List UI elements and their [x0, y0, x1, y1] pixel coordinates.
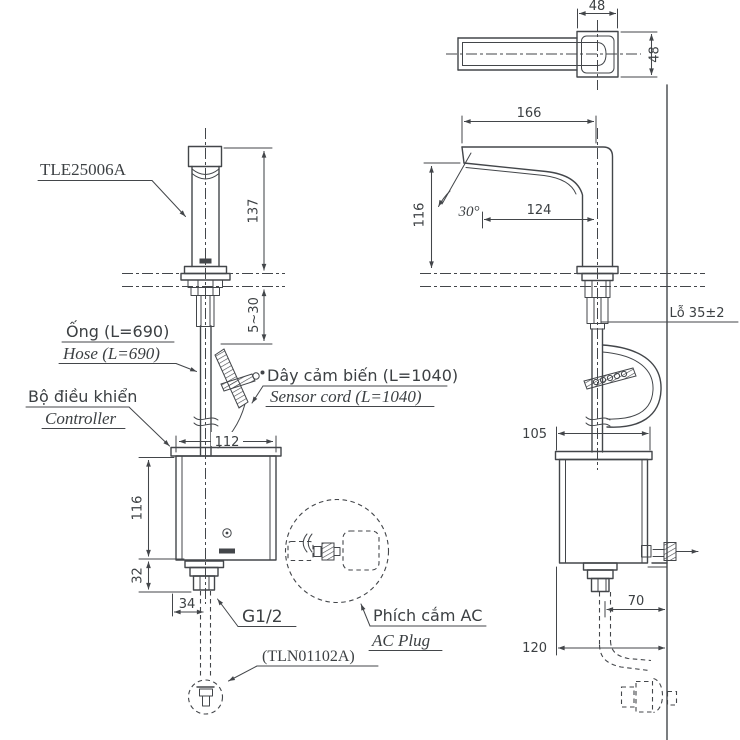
dim-deck-thickness: 5~30	[247, 297, 262, 333]
outlet-fitting-front	[184, 560, 225, 569]
faucet-side	[461, 128, 619, 470]
callouts: TLE25006A Ống (L=690) Hose (L=690) Bộ đi…	[25, 160, 487, 682]
dim-tip-height: 116	[413, 203, 428, 228]
dim-fitting-height: 32	[131, 567, 146, 584]
label-hose-en: Hose (L=690)	[62, 344, 160, 363]
spout-outlet-mark	[199, 258, 212, 264]
dim-outlet-offset: 70	[628, 594, 645, 609]
supply-pipe-side	[598, 592, 678, 714]
label-ac-plug-en: AC Plug	[371, 631, 430, 650]
dim-controller-width: 112	[215, 435, 240, 450]
cord-clip	[583, 367, 637, 390]
label-faucet-model: TLE25006A	[40, 160, 127, 179]
top-view-spout	[446, 20, 641, 90]
dim-spout-reach: 166	[517, 106, 542, 121]
label-thread-size: G1/2	[242, 607, 283, 627]
ac-plug-detail	[284, 498, 390, 604]
label-controller-vi: Bộ điều khiển	[28, 387, 137, 406]
dim-controller-height: 116	[131, 496, 146, 521]
side-view	[420, 20, 705, 740]
label-ac-plug-vi: Phích cắm AC	[373, 606, 482, 625]
threaded-shank	[196, 295, 215, 327]
label-slot	[219, 548, 235, 554]
sensor-cord-loop	[601, 344, 662, 428]
label-sensor-cord-en: Sensor cord (L=1040)	[270, 387, 422, 406]
label-mounting-hole: Lỗ 35±2	[669, 306, 724, 321]
dim-wall-distance: 120	[522, 641, 547, 656]
dimensions: 137 5~30 112 116 32 34 48 48	[131, 0, 739, 656]
sensor-cord-connector	[214, 348, 265, 449]
dim-controller-depth: 105	[522, 427, 547, 442]
outlet-fitting-side	[582, 562, 618, 571]
label-hose-vi: Ống (L=690)	[66, 320, 169, 341]
wall-outlet	[620, 686, 635, 708]
dim-hose-offset: 34	[179, 597, 196, 612]
dim-base-size: 48	[648, 46, 663, 63]
faucet-front	[180, 145, 231, 327]
front-view	[122, 128, 285, 715]
dim-spout-width: 48	[589, 0, 606, 14]
supply-pipe-front	[187, 591, 224, 715]
controller-box-side	[554, 450, 699, 593]
dim-tip-to-center: 124	[527, 203, 552, 218]
stop-valve-detail	[187, 679, 224, 715]
dim-sensor-angle: 30°	[458, 204, 480, 220]
label-valve-model: (TLN01102A)	[262, 648, 355, 665]
controller-box-front	[170, 446, 282, 591]
indicator-led	[222, 528, 232, 538]
dim-spout-height: 137	[247, 199, 262, 224]
label-controller-en: Controller	[45, 409, 117, 428]
label-sensor-cord-vi: Dây cảm biến (L=1040)	[267, 366, 458, 385]
power-jack	[641, 542, 699, 561]
